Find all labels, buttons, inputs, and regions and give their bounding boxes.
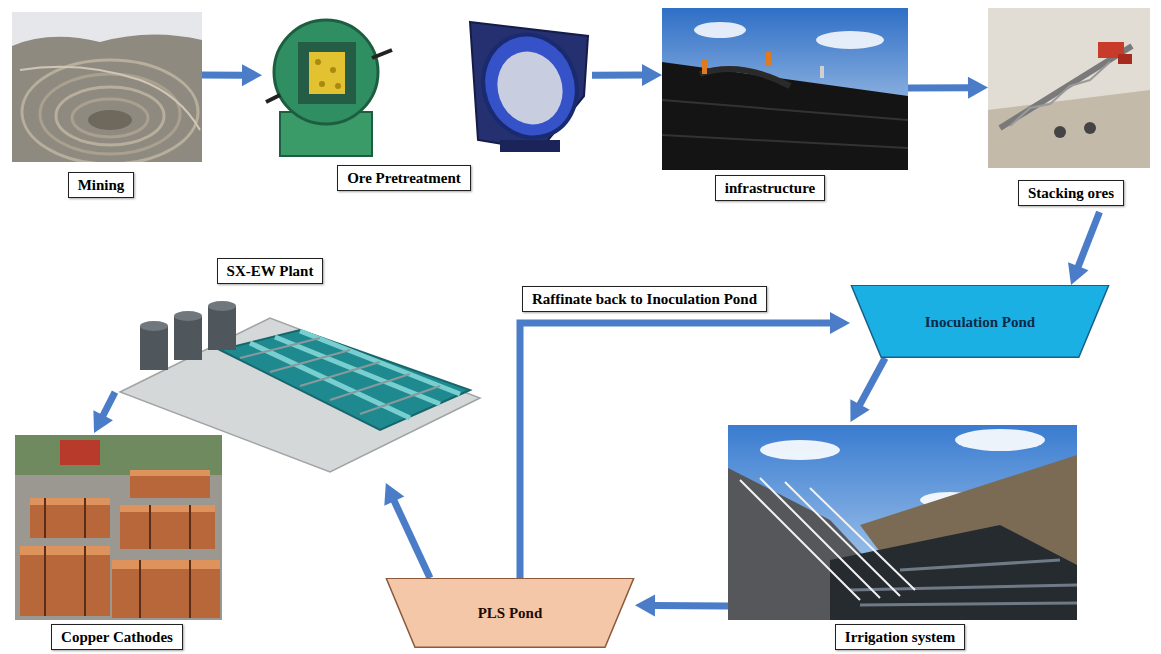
irrigation-photo	[728, 425, 1077, 620]
pond-label: PLS Pond	[478, 604, 543, 622]
process-panel: Irrigation system	[728, 422, 1078, 652]
arrow-shaft	[592, 72, 644, 79]
arrow-shaft	[520, 323, 832, 578]
process-panel: Ore Pretreatment	[262, 8, 592, 200]
flow-arrow	[93, 392, 115, 433]
arrow-head	[242, 64, 262, 86]
process-panel: Mining	[12, 12, 202, 200]
flow-arrow	[1068, 212, 1099, 285]
arrow-shaft	[859, 358, 885, 406]
arrow-shaft	[1078, 212, 1100, 268]
process-panel: Stacking ores	[988, 8, 1152, 212]
arrow-head	[635, 594, 655, 616]
copper-cathodes-photo	[15, 435, 222, 620]
edge-label: Raffinate back to Inoculation Pond	[522, 286, 767, 312]
arrow-shaft	[908, 84, 970, 91]
flow-arrow	[520, 312, 850, 578]
process-panel: SX-EW Plant	[115, 256, 481, 483]
process-panel: Copper Cathodes	[15, 433, 223, 653]
stage-label: Stacking ores	[1018, 180, 1124, 206]
arrow-head	[642, 64, 662, 86]
arrow-shaft	[393, 499, 430, 578]
arrow-shaft	[102, 392, 115, 417]
stage-label: SX-EW Plant	[217, 258, 324, 284]
flow-arrow	[850, 358, 885, 422]
arrow-head	[384, 483, 404, 506]
stage-label: Copper Cathodes	[51, 624, 183, 650]
open-pit-photo	[12, 12, 202, 162]
arrow-head	[850, 399, 869, 422]
stage-label: Ore Pretreatment	[337, 165, 471, 191]
arrow-shaft	[202, 71, 244, 78]
process-panel: infrastructure	[662, 8, 908, 208]
stage-label: Mining	[68, 172, 135, 198]
pond-trapezoid: Inoculation Pond	[850, 285, 1110, 358]
arrow-shaft	[653, 602, 728, 610]
flow-arrow	[635, 594, 728, 616]
pan-agglomerator	[469, 21, 591, 152]
arrow-head	[1068, 262, 1088, 285]
stacker-photo	[988, 8, 1150, 168]
stage-label: infrastructure	[715, 175, 826, 201]
flow-arrow	[384, 483, 430, 578]
flow-arrow	[592, 64, 662, 86]
arrow-head	[968, 77, 988, 99]
arrow-head	[830, 312, 850, 334]
crusher-machine	[266, 20, 392, 156]
flow-arrow	[908, 77, 988, 99]
pond-label: Inoculation Pond	[925, 313, 1035, 331]
flow-arrow	[202, 64, 262, 86]
liner-photo	[662, 8, 908, 170]
pond-trapezoid: PLS Pond	[385, 578, 635, 648]
stage-label: Irrigation system	[835, 624, 965, 650]
arrow-head	[93, 410, 113, 433]
